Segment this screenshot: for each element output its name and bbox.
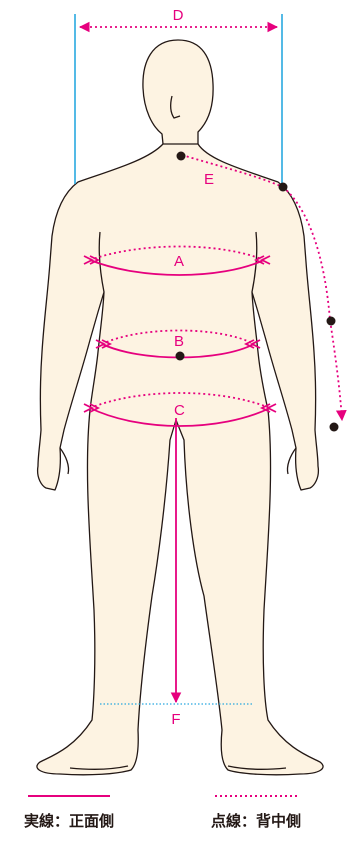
label-e: E <box>204 171 214 188</box>
label-b: B <box>174 333 184 350</box>
point-nape <box>177 152 186 161</box>
legend: 実線：正面側 点線：背中側 <box>24 796 301 830</box>
point-elbow <box>327 317 336 326</box>
label-c: C <box>174 402 185 419</box>
point-shoulder <box>279 183 288 192</box>
torso-and-legs <box>37 144 323 775</box>
right-thumb <box>287 448 296 474</box>
legend-solid-text: 実線：正面側 <box>24 812 114 830</box>
legend-dotted-text: 点線：背中側 <box>211 812 301 830</box>
point-waist <box>176 352 185 361</box>
label-a: A <box>174 253 184 270</box>
left-thumb <box>60 448 69 474</box>
point-wrist <box>330 423 339 432</box>
head <box>143 40 213 149</box>
label-d: D <box>173 7 184 24</box>
label-f: F <box>171 711 180 728</box>
